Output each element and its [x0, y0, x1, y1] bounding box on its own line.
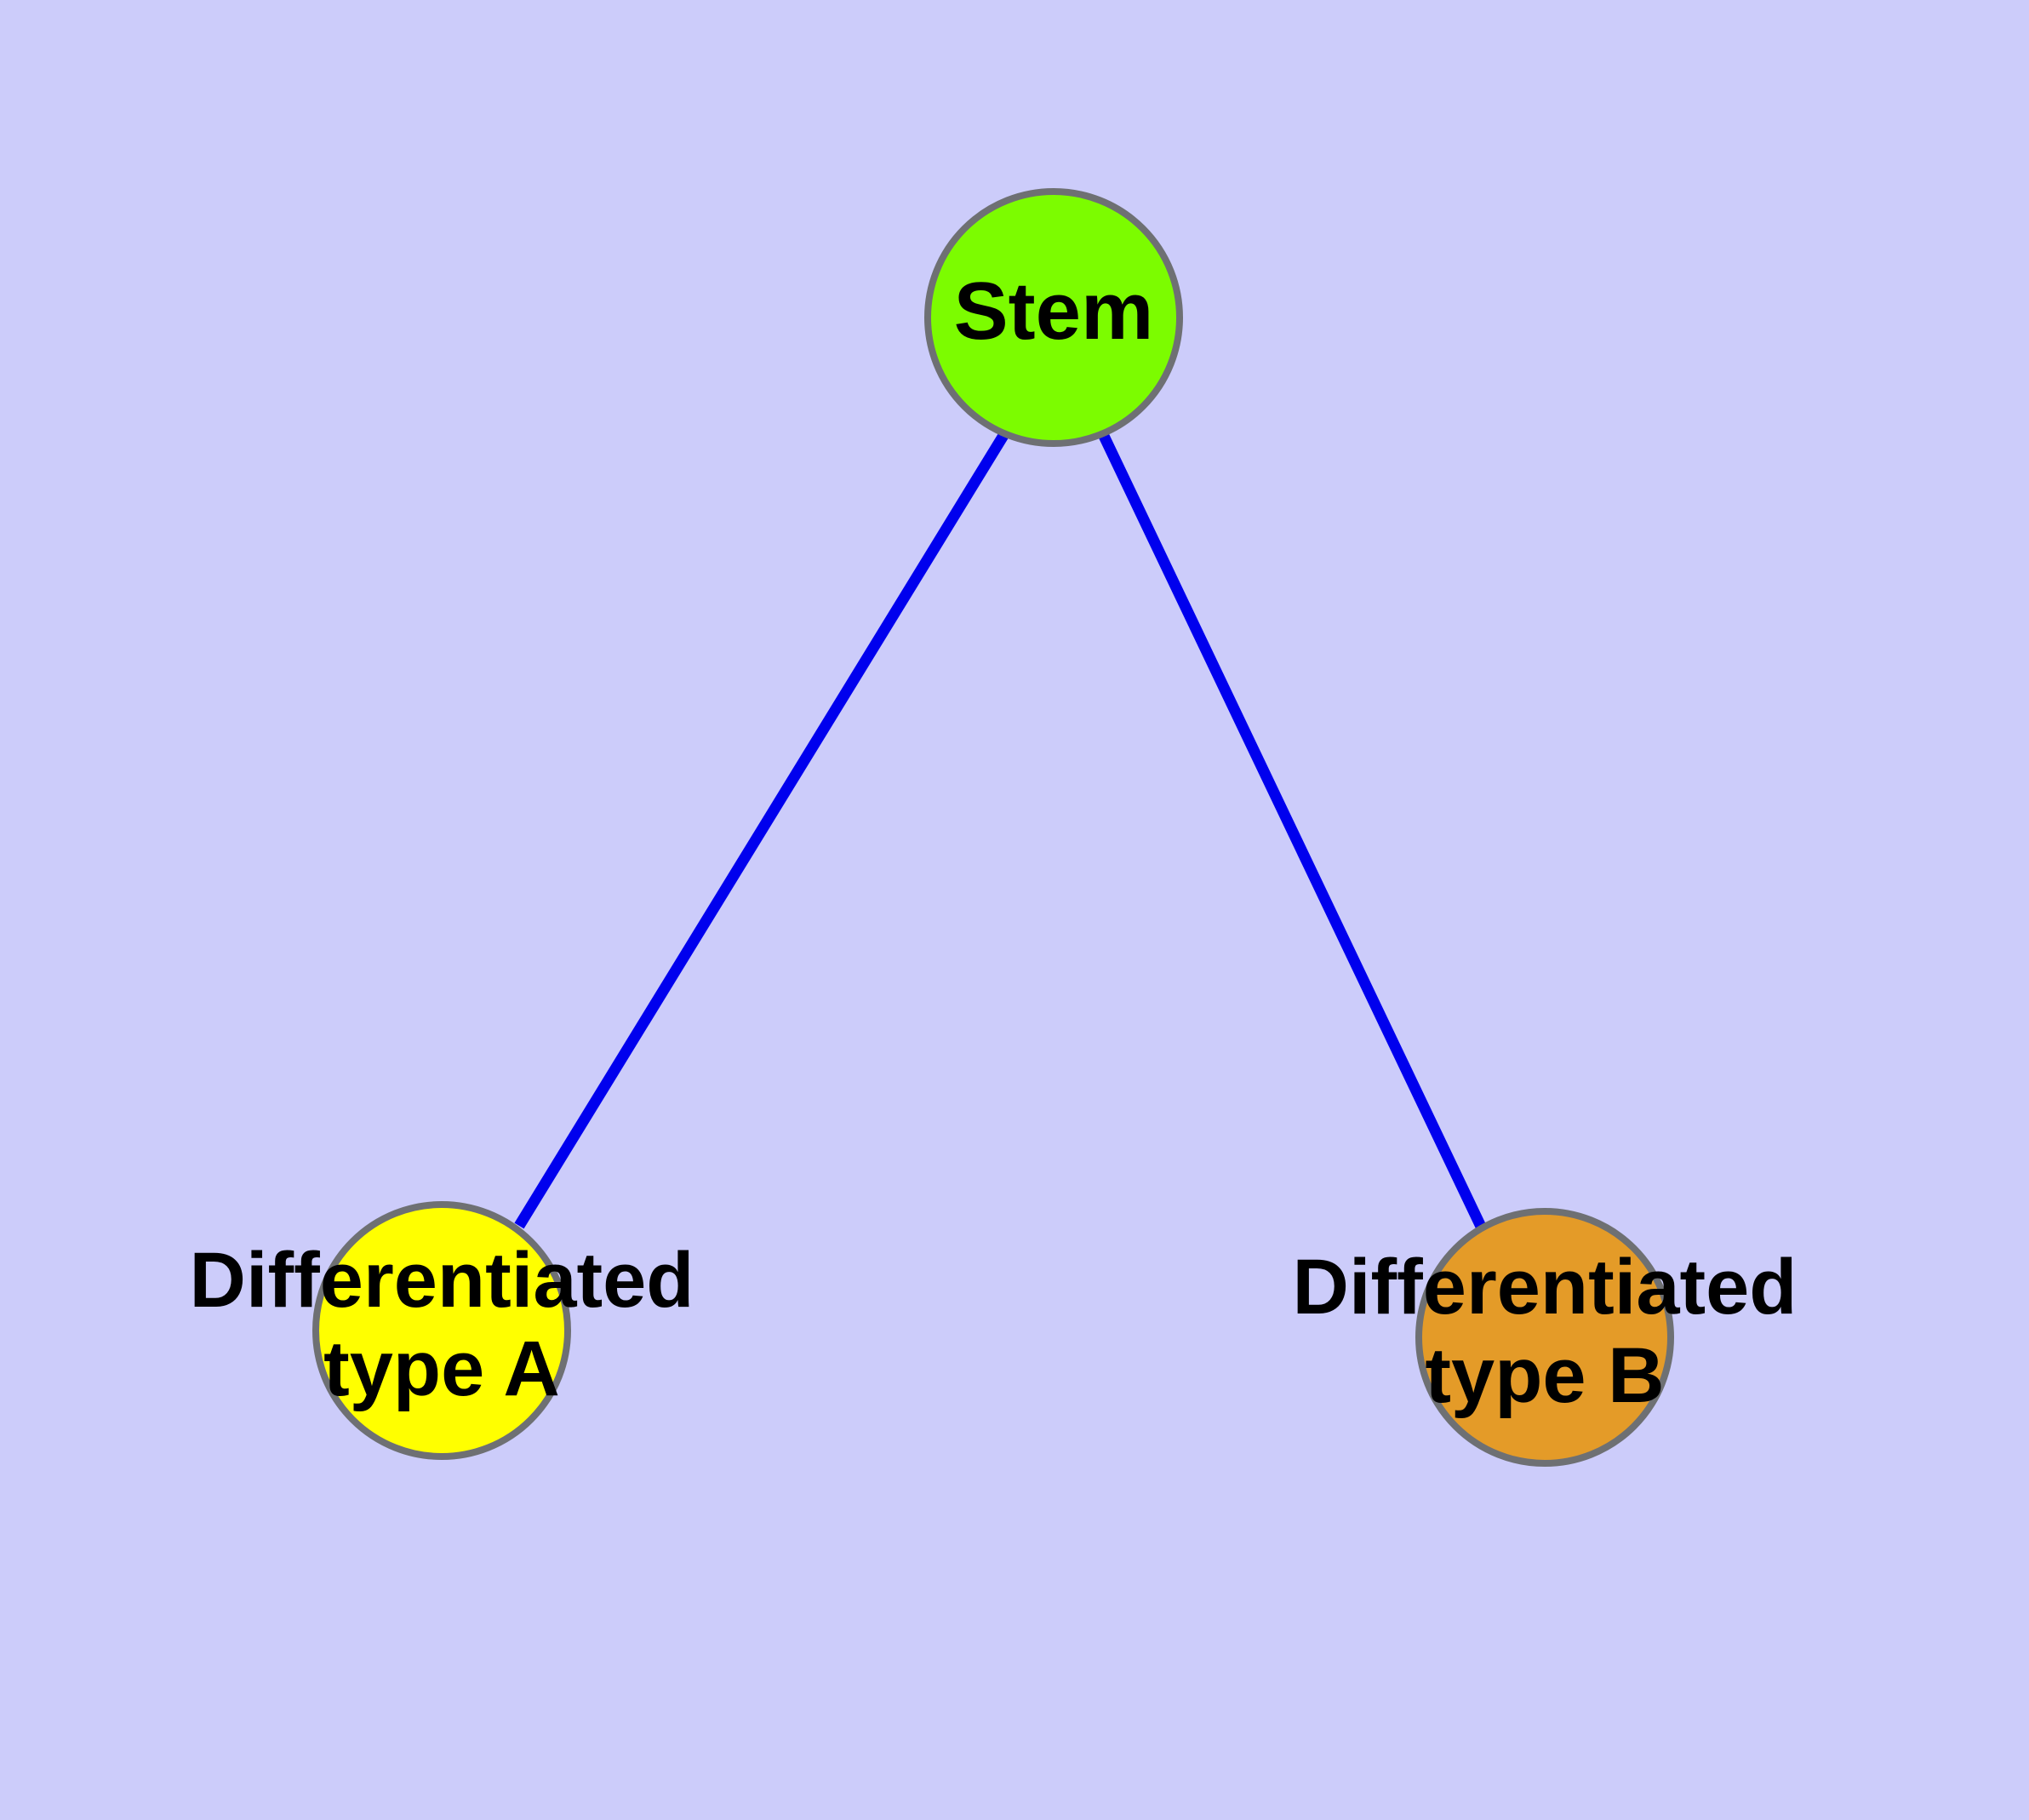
graph-node-stem[interactable]: Stem — [924, 188, 1183, 447]
node-circle-stem[interactable] — [924, 188, 1183, 447]
node-label-line: Differentiated — [1293, 1244, 1798, 1331]
node-label-line: type B — [1425, 1332, 1664, 1419]
graph-edge-stem-to-type-a[interactable] — [514, 431, 1009, 1229]
graph-edge-stem-to-type-b[interactable] — [1098, 432, 1488, 1233]
node-label-line: Differentiated — [190, 1237, 694, 1324]
node-circle-differentiated-type-a[interactable] — [312, 1201, 571, 1460]
edges-layer — [514, 431, 1488, 1233]
node-label-stem: Stem — [954, 266, 1154, 357]
node-label-line: type A — [323, 1325, 560, 1412]
node-label-line: Stem — [954, 266, 1154, 357]
node-circle-differentiated-type-b[interactable] — [1415, 1208, 1674, 1467]
